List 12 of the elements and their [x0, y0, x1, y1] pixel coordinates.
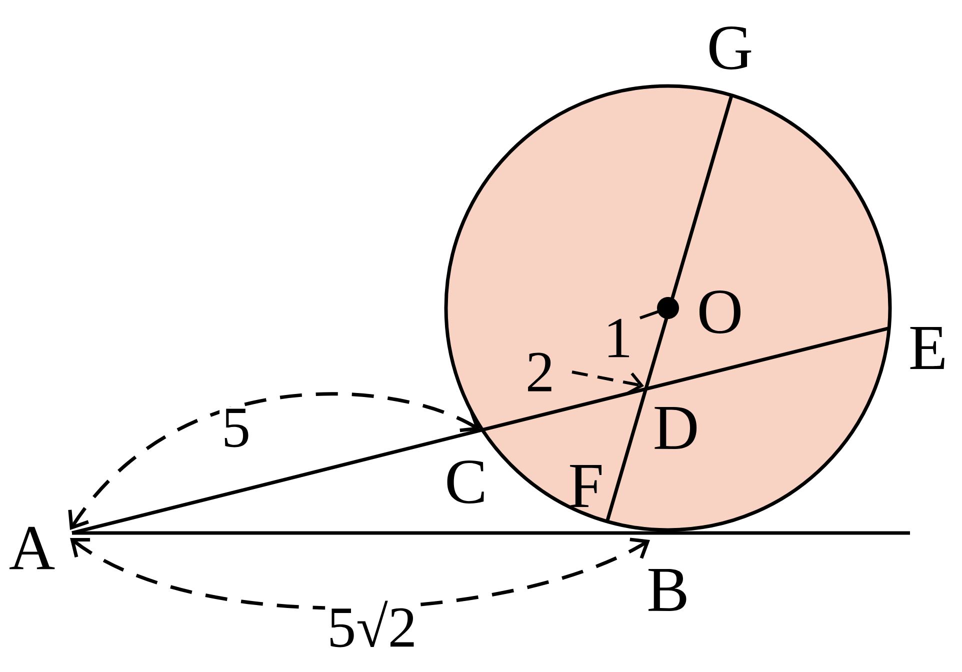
point-label: E [910, 327, 944, 369]
point-label: D [654, 406, 697, 449]
point-label: O [700, 290, 740, 334]
point-label: B [648, 568, 686, 612]
point-label: A [10, 526, 55, 570]
point-label: 1 [608, 318, 630, 358]
point-label: C [447, 460, 484, 504]
point-label: 5 [220, 406, 252, 450]
point-label: 2 [528, 352, 552, 392]
point-label: F [570, 465, 602, 507]
point-label: 5√2 [325, 598, 419, 650]
point-label: G [710, 26, 752, 70]
